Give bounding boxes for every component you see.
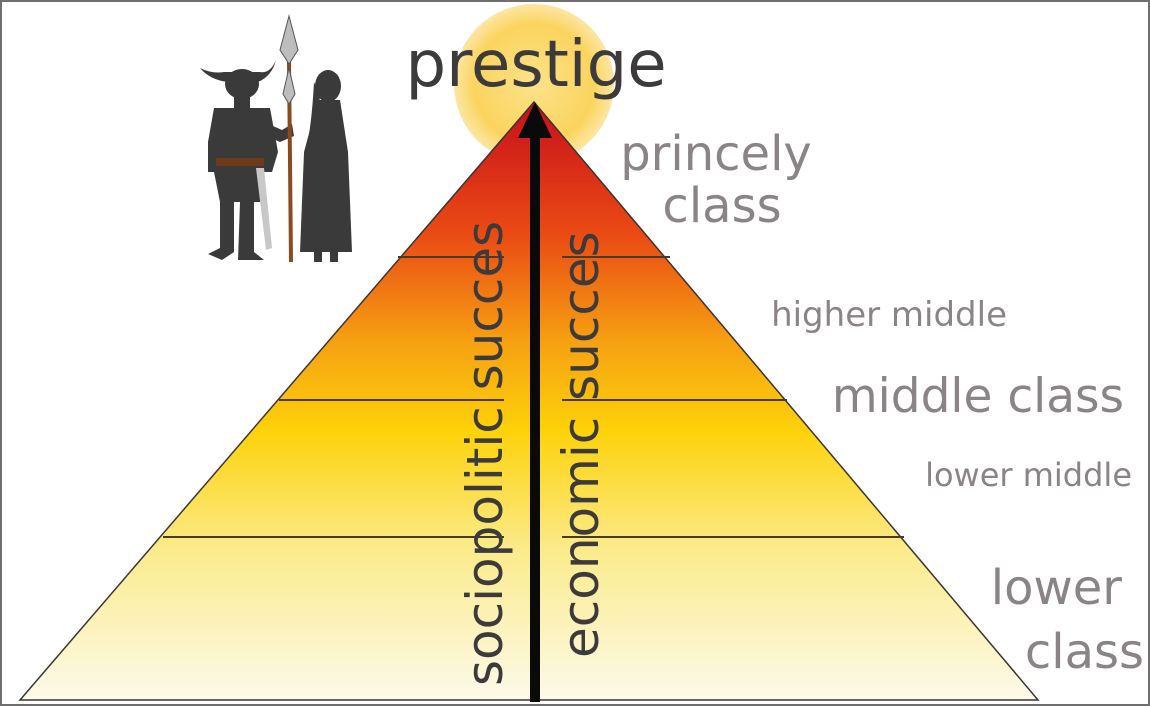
label-lower-middle: lower middle: [925, 456, 1132, 494]
label-lower-line1: lower: [991, 560, 1122, 616]
label-lower-line2: class: [1025, 624, 1144, 680]
label-princely-line1: princely: [620, 126, 812, 182]
label-higher-middle: higher middle: [771, 295, 1007, 335]
label-middle-class: middle class: [832, 369, 1124, 424]
level-dividers: [163, 256, 904, 538]
title-prestige: prestige: [405, 28, 666, 102]
prestige-sun: [454, 4, 614, 164]
up-arrow-icon: [518, 102, 552, 702]
label-princely-line2: class: [662, 178, 781, 234]
label-sociopolitic-succes: sociopolitic succes: [456, 221, 514, 686]
warrior-figure-icon: [200, 60, 294, 260]
spear-icon: [279, 14, 299, 263]
woman-figure-icon: [300, 70, 352, 262]
label-economic-succes: economic succes: [552, 231, 610, 658]
